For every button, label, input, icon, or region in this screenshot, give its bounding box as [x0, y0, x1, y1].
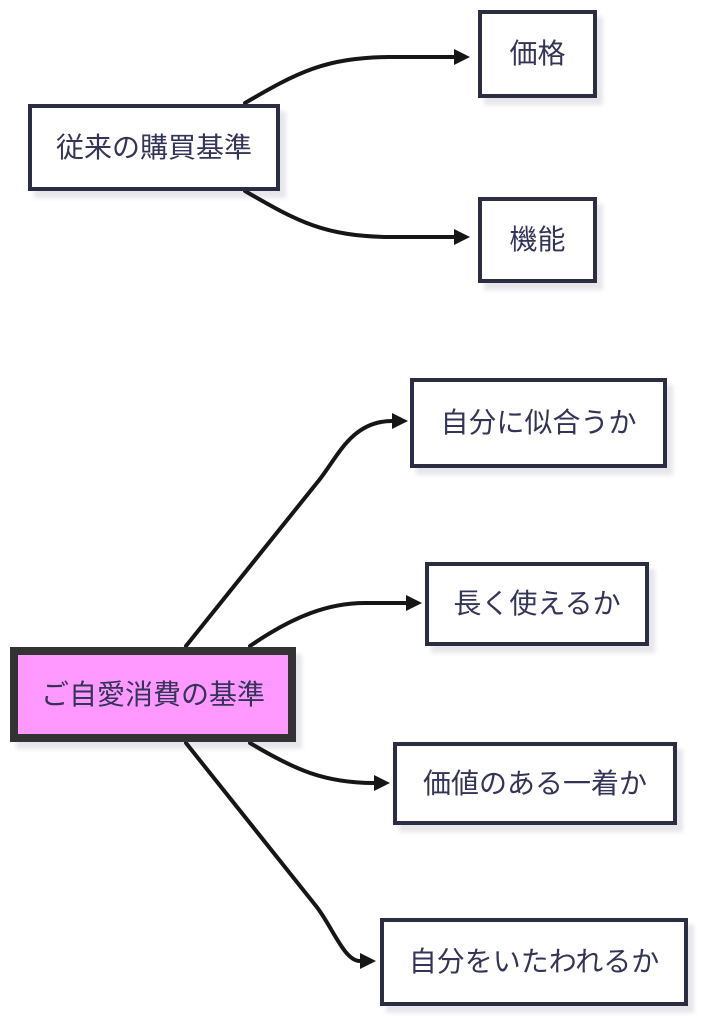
- node-traditional-criteria: 従来の購買基準: [28, 104, 280, 191]
- edge-jiai-to-care: [184, 741, 376, 969]
- node-selfcare-criteria: ご自愛消費の基準: [10, 647, 296, 742]
- node-label: 価格: [509, 38, 566, 70]
- edge-jiai-to-long: [248, 595, 422, 648]
- node-function: 機能: [478, 197, 597, 283]
- edge-jiai-to-suit: [184, 413, 408, 648]
- edge-trad-to-price: [243, 49, 470, 105]
- node-label: 長く使えるか: [453, 588, 621, 620]
- node-label: ご自愛消費の基準: [40, 678, 265, 710]
- edge-trad-to-func: [243, 189, 470, 245]
- node-label: 機能: [509, 224, 566, 256]
- node-long-lasting: 長く使えるか: [425, 562, 649, 646]
- node-label: 自分に似合うか: [440, 407, 637, 439]
- node-label: 価値のある一着か: [422, 767, 647, 799]
- node-price: 価格: [478, 10, 597, 98]
- node-suits-me: 自分に似合うか: [410, 378, 667, 468]
- node-label: 自分をいたわれるか: [408, 946, 660, 978]
- node-valuable-piece: 価値のある一着か: [393, 742, 677, 825]
- node-care-for-myself: 自分をいたわれるか: [380, 918, 688, 1006]
- node-label: 従来の購買基準: [55, 131, 252, 163]
- edge-jiai-to-value: [248, 741, 390, 791]
